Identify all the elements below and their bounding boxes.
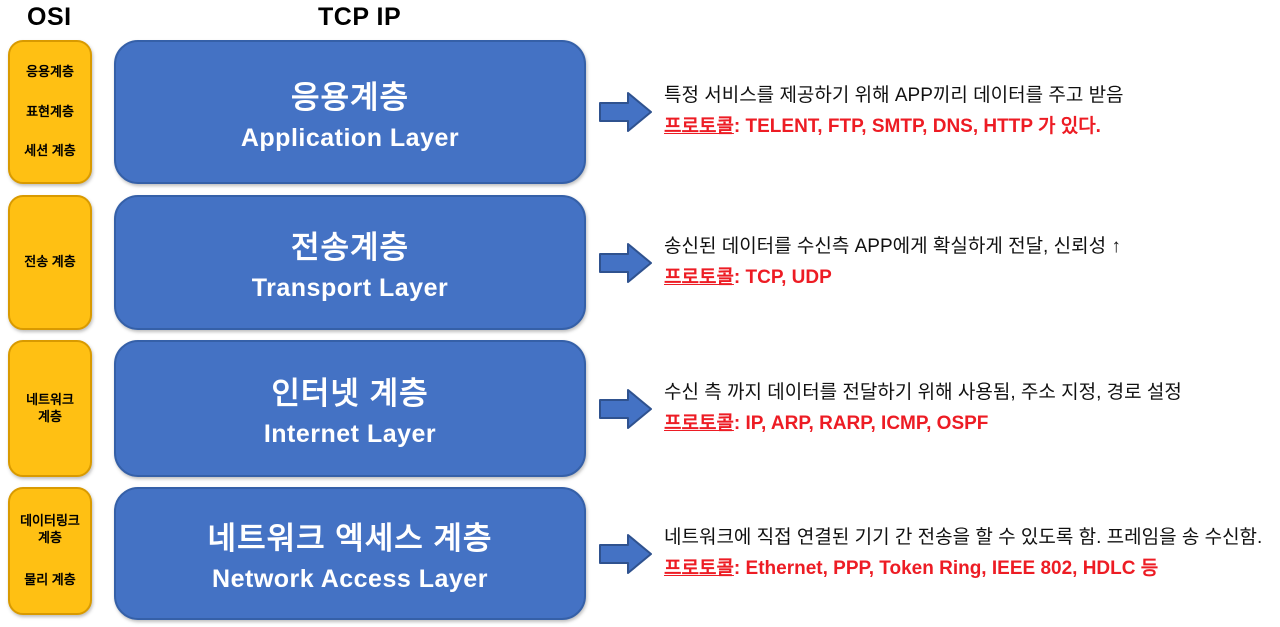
layer-row-application: 응용계층 표현계층 세션 계층 응용계층 Application Layer 특… (0, 40, 1280, 184)
tcpip-layer-box-network-access: 네트워크 엑세스 계층 Network Access Layer (114, 487, 586, 620)
osi-layers-box-transport: 전송 계층 (8, 195, 92, 330)
osi-layers-box-internet: 네트워크 계층 (8, 340, 92, 477)
tcpip-layer-box-transport: 전송계층 Transport Layer (114, 195, 586, 330)
layer-title-english: Internet Layer (263, 420, 437, 448)
protocol-text: 프로토콜: TCP, UDP (664, 267, 1278, 290)
protocol-label: 프로토콜 (664, 557, 734, 579)
right-arrow-icon (599, 388, 652, 429)
layer-title-korean: 응용계층 (290, 79, 410, 115)
tcpip-layer-box-internet: 인터넷 계층 Internet Layer (114, 340, 586, 477)
protocol-text: 프로토콜: TELENT, FTP, SMTP, DNS, HTTP 가 있다. (664, 116, 1278, 139)
osi-layer-label: 전송 계층 (24, 254, 76, 270)
protocol-label: 프로토콜 (664, 412, 734, 434)
tcpip-layer-box-application: 응용계층 Application Layer (114, 40, 586, 184)
layer-description-application: 특정 서비스를 제공하기 위해 APP끼리 데이터를 주고 받음 프로토콜: T… (664, 40, 1278, 184)
protocol-list: : IP, ARP, RARP, ICMP, OSPF (733, 412, 989, 434)
layer-title-korean: 인터넷 계층 (271, 376, 429, 411)
protocol-list: : Ethernet, PPP, Token Ring, IEEE 802, H… (733, 557, 1159, 579)
osi-layer-label: 표현계층 (26, 103, 74, 119)
protocol-label: 프로토콜 (664, 116, 734, 137)
layer-row-internet: 네트워크 계층 인터넷 계층 Internet Layer 수신 측 까지 데이… (0, 340, 1280, 477)
protocol-label: 프로토콜 (664, 266, 734, 288)
osi-layers-box-network-access: 데이터링크 계층 물리 계층 (8, 487, 92, 615)
tcpip-column-header: TCP IP (318, 3, 402, 31)
protocol-text: 프로토콜: IP, ARP, RARP, ICMP, OSPF (664, 413, 1278, 436)
osi-layer-label: 데이터링크 계층 (20, 513, 80, 546)
layer-description-transport: 송신된 데이터를 수신측 APP에게 확실하게 전달, 신뢰성 ↑ 프로토콜: … (664, 195, 1278, 330)
osi-layer-label: 물리 계층 (24, 571, 76, 587)
protocol-list: : TELENT, FTP, SMTP, DNS, HTTP 가 있다. (733, 116, 1101, 137)
layer-title-korean: 네트워크 엑세스 계층 (207, 521, 493, 556)
right-arrow-icon (599, 92, 652, 132)
protocol-list: : TCP, UDP (733, 266, 832, 288)
layer-row-transport: 전송 계층 전송계층 Transport Layer 송신된 데이터를 수신측 … (0, 195, 1280, 330)
osi-layer-label: 응용계층 (26, 64, 74, 80)
protocol-text: 프로토콜: Ethernet, PPP, Token Ring, IEEE 80… (664, 558, 1278, 581)
description-text: 네트워크에 직접 연결된 기기 간 전송을 할 수 있도록 함. 프레임을 송 … (664, 526, 1263, 548)
layer-description-internet: 수신 측 까지 데이터를 전달하기 위해 사용됨, 주소 지정, 경로 설정 프… (664, 340, 1278, 477)
osi-column-header: OSI (27, 3, 72, 31)
layer-description-network-access: 네트워크에 직접 연결된 기기 간 전송을 할 수 있도록 함. 프레임을 송 … (664, 487, 1278, 620)
osi-layers-box-application: 응용계층 표현계층 세션 계층 (8, 40, 92, 184)
right-arrow-icon (599, 533, 652, 574)
layer-title-english: Application Layer (240, 123, 460, 152)
description-text: 수신 측 까지 데이터를 전달하기 위해 사용됨, 주소 지정, 경로 설정 (664, 381, 1182, 403)
layer-row-network-access: 데이터링크 계층 물리 계층 네트워크 엑세스 계층 Network Acces… (0, 487, 1280, 620)
layer-title-korean: 전송계층 (290, 230, 410, 265)
layer-title-english: Transport Layer (251, 274, 449, 302)
layer-title-english: Network Access Layer (212, 565, 488, 593)
right-arrow-icon (599, 242, 652, 283)
osi-layer-label: 세션 계층 (24, 142, 76, 158)
osi-layer-label: 네트워크 계층 (26, 391, 74, 424)
description-text: 특정 서비스를 제공하기 위해 APP끼리 데이터를 주고 받음 (664, 85, 1124, 107)
description-text: 송신된 데이터를 수신측 APP에게 확실하게 전달, 신뢰성 ↑ (664, 235, 1121, 257)
